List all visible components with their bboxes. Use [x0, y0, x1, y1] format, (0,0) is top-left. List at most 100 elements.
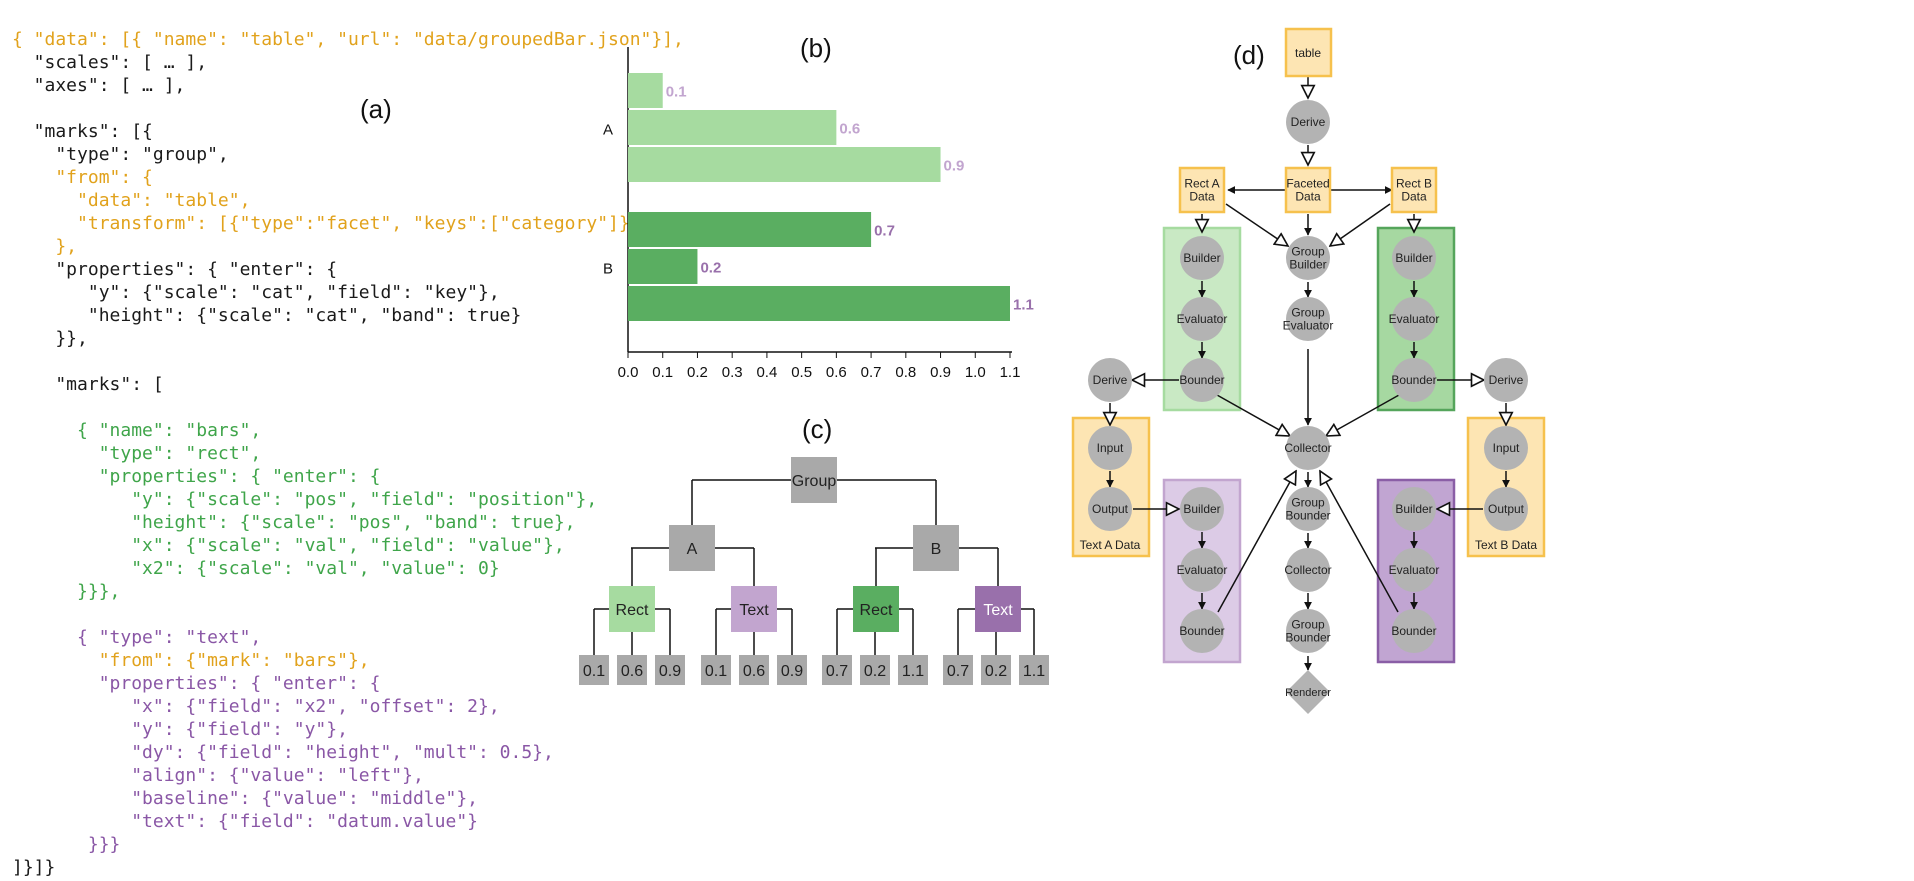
- output-node: [1088, 487, 1132, 531]
- code-line: "scales": [ … ],: [12, 52, 208, 73]
- renderer-node-label: Renderer: [1285, 687, 1331, 699]
- bar-value-label: 0.1: [666, 84, 687, 101]
- bounder-node-label: Bounder: [1179, 624, 1224, 638]
- renderer-node: [1286, 670, 1330, 714]
- bar-value-label: 0.6: [839, 121, 860, 138]
- bar-value-label: 0.2: [700, 260, 721, 277]
- bar-value-label: 0.9: [944, 158, 965, 175]
- code-line: "y": {"field": "y"},: [12, 719, 348, 740]
- node-mark-label: Text: [739, 602, 769, 619]
- rect-a-data-node-label: Rect A: [1184, 177, 1219, 191]
- evaluator-node-label: Evaluator: [1177, 312, 1228, 326]
- bar-value-label: 0.7: [874, 223, 895, 240]
- evaluator-node-label: Evaluator: [1389, 563, 1440, 577]
- text-a-data-label: Text A Data: [1080, 538, 1141, 552]
- group-builder-node-label: Group: [1291, 245, 1325, 259]
- code-line: }},: [12, 328, 88, 349]
- input-node: [1484, 426, 1528, 470]
- rect-b-data-node-label: Rect B: [1396, 177, 1432, 191]
- x-tick-label: 0.0: [618, 364, 639, 381]
- category-label: A: [603, 122, 613, 139]
- node-item-label: 0.6: [743, 663, 765, 680]
- node-item-label: 1.1: [1023, 663, 1045, 680]
- output-node: [1484, 487, 1528, 531]
- evaluator-node: [1392, 548, 1436, 592]
- x-tick-label: 1.0: [965, 364, 986, 381]
- bar: [628, 286, 1010, 321]
- node-mark: [975, 586, 1021, 632]
- builder-node-label: Builder: [1183, 502, 1220, 516]
- node-item: [860, 655, 890, 685]
- panel-label-b: (b): [800, 33, 832, 63]
- code-line: }}}: [12, 834, 121, 855]
- input-node-label: Input: [1493, 441, 1520, 455]
- node-item-label: 0.2: [985, 663, 1007, 680]
- x-tick-label: 0.8: [895, 364, 916, 381]
- group-bounder-node: [1286, 487, 1330, 531]
- code-line: "y": {"scale": "pos", "field": "position…: [12, 489, 598, 510]
- evaluator-node: [1180, 548, 1224, 592]
- rect-b-data-node: [1390, 166, 1438, 214]
- bar: [628, 212, 872, 247]
- code-line: ]}]}: [12, 857, 56, 878]
- collector-node: [1286, 548, 1330, 592]
- evaluator-node-label: Evaluator: [1177, 563, 1228, 577]
- flow-edge: [1217, 471, 1296, 613]
- bounder-node-label: Bounder: [1391, 373, 1436, 387]
- faceted-data-node-label: Faceted: [1286, 177, 1329, 191]
- data-table-node: [1284, 27, 1333, 78]
- builder-node: [1180, 236, 1224, 280]
- code-line: "marks": [{: [12, 121, 153, 142]
- node-item: [822, 655, 852, 685]
- faceted-data-node-label: Data: [1295, 190, 1321, 204]
- node-mark-label: Rect: [616, 602, 649, 619]
- collector-node-label: Collector: [1284, 563, 1331, 577]
- node-item-label: 0.2: [864, 663, 886, 680]
- node-mark: [731, 586, 777, 632]
- node-item: [739, 655, 769, 685]
- builder-node: [1180, 487, 1224, 531]
- code-line: "text": {"field": "datum.value"}: [12, 811, 478, 832]
- bounder-node-label: Bounder: [1391, 624, 1436, 638]
- panel-label-c: (c): [802, 414, 833, 444]
- x-tick-label: 0.1: [652, 364, 673, 381]
- code-line: "marks": [: [12, 374, 164, 395]
- code-line: { "type": "text",: [12, 627, 262, 648]
- builder-node-label: Builder: [1395, 251, 1432, 265]
- code-line: "properties": { "enter": {: [12, 466, 381, 487]
- node-item-label: 0.9: [659, 663, 681, 680]
- rect-a-data-node: [1178, 166, 1226, 214]
- node-item-label: 0.6: [621, 663, 643, 680]
- x-tick-label: 0.3: [722, 364, 743, 381]
- builder-node: [1392, 236, 1436, 280]
- code-line: "y": {"scale": "cat", "field": "key"},: [12, 282, 500, 303]
- node-group: [791, 457, 837, 503]
- code-line: "properties": { "enter": {: [12, 673, 381, 694]
- node-item: [981, 655, 1011, 685]
- x-tick-label: 0.2: [687, 364, 708, 381]
- node-mark: [853, 586, 899, 632]
- node-item: [579, 655, 609, 685]
- code-line: "height": {"scale": "pos", "band": true}…: [12, 512, 576, 533]
- bounder-node: [1392, 358, 1436, 402]
- node-item-label: 0.9: [781, 663, 803, 680]
- bounder-node: [1180, 609, 1224, 653]
- flow-edge: [1320, 471, 1399, 613]
- data-table-node-label: table: [1295, 46, 1321, 60]
- node-item: [655, 655, 685, 685]
- node-item-label: 0.1: [705, 663, 727, 680]
- collector-node: [1286, 426, 1330, 470]
- node-mark: [609, 586, 655, 632]
- input-node-label: Input: [1097, 441, 1124, 455]
- code-line: "properties": { "enter": {: [12, 259, 338, 280]
- output-node-label: Output: [1488, 502, 1525, 516]
- derive-node: [1484, 358, 1528, 402]
- node-group-label: Group: [792, 473, 837, 490]
- derive-node-label: Derive: [1489, 373, 1524, 387]
- code-line: "align": {"value": "left"},: [12, 765, 424, 786]
- node-item: [617, 655, 647, 685]
- node-item: [1019, 655, 1049, 685]
